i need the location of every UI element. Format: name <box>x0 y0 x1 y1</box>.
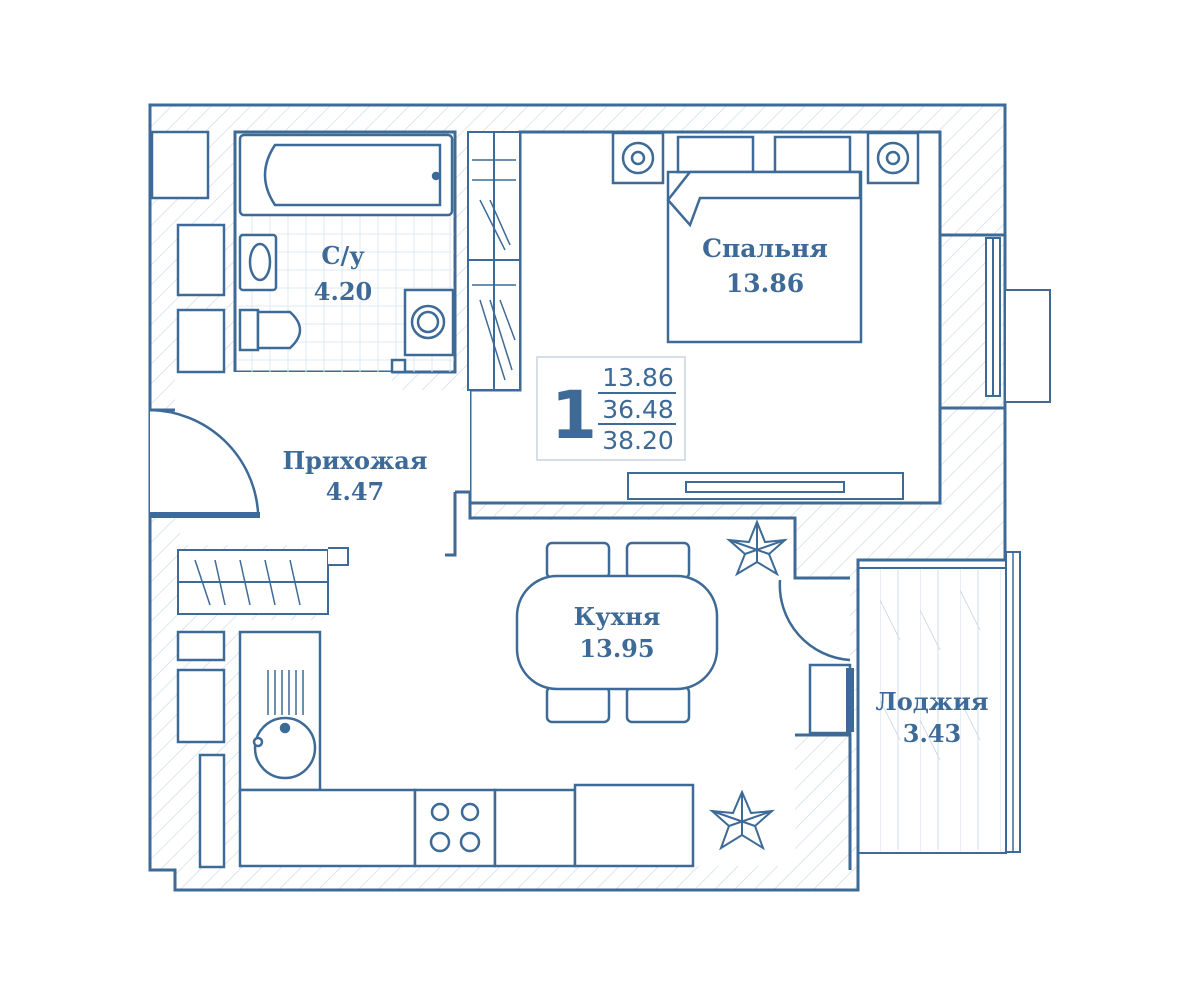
fridge <box>573 783 695 868</box>
kitchen-sink <box>238 630 322 792</box>
loggia-area: 3.43 <box>903 719 961 748</box>
hallway-wardrobe <box>177 547 349 615</box>
left-cabinets <box>150 130 226 869</box>
bedroom-window <box>985 237 1051 403</box>
entry-threshold <box>150 512 260 518</box>
rooms-count: 1 <box>551 377 597 454</box>
total-with-loggia: 38.20 <box>602 426 674 455</box>
total-area: 36.48 <box>602 395 674 424</box>
toilet-tank <box>238 308 260 352</box>
hallway-name: Прихожая <box>282 446 427 475</box>
kitchen-area: 13.95 <box>579 634 654 663</box>
stove <box>413 788 497 868</box>
plant-icon <box>725 519 789 577</box>
bedroom-area: 13.86 <box>726 269 804 298</box>
bathtub-inner <box>263 143 442 207</box>
living-area: 13.86 <box>602 363 674 392</box>
bathroom-fixtures <box>238 133 455 374</box>
hallway-area: 4.47 <box>326 477 384 506</box>
room-labels: С/у 4.20 Спальня 13.86 Прихожая 4.47 Кух… <box>282 234 988 748</box>
loggia <box>857 551 1021 854</box>
bathroom-name: С/у <box>321 241 365 270</box>
interior-walls <box>150 233 1005 870</box>
entrance-door <box>149 408 260 513</box>
loggia-name: Лоджия <box>876 687 989 716</box>
bathroom-area: 4.20 <box>314 277 372 306</box>
dining-table <box>515 541 719 724</box>
toilet-bowl <box>256 310 302 350</box>
apartment-summary: 1 13.86 36.48 38.20 <box>536 356 686 461</box>
bedroom-name: Спальня <box>702 234 828 263</box>
loggia-door <box>778 579 854 735</box>
kitchen-name: Кухня <box>574 602 661 631</box>
bed <box>611 131 920 344</box>
plant-icon <box>709 789 775 851</box>
kitchen-counter <box>238 783 695 868</box>
bedroom-radiator <box>627 472 904 500</box>
bedroom-wardrobe <box>467 131 521 391</box>
